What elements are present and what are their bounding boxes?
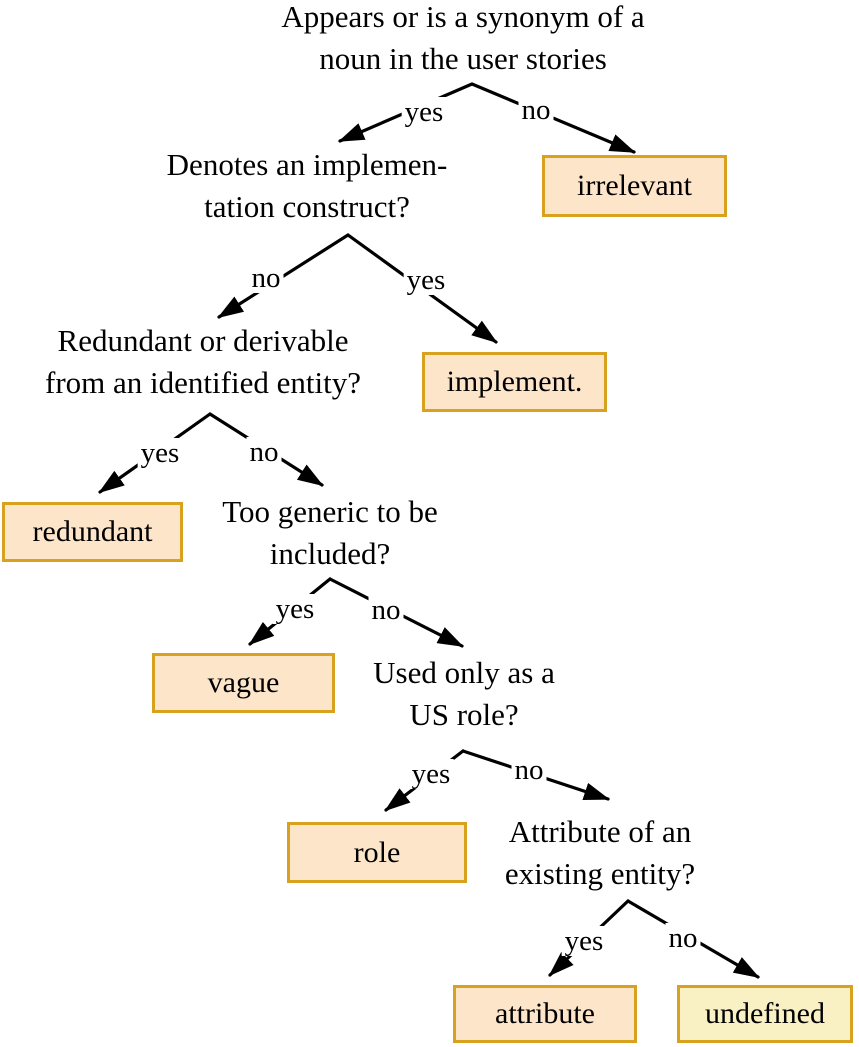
question-attribute-existing-line2: existing entity? bbox=[504, 856, 696, 891]
outcome-box-attribute: attribute bbox=[453, 985, 637, 1043]
question-root-line1: Appears or is a synonym of a bbox=[281, 0, 645, 34]
edge-label-implconstruct-no: no bbox=[248, 263, 284, 293]
outcome-box-implement: implement. bbox=[422, 352, 607, 412]
question-root: Appears or is a synonym of a noun in the… bbox=[243, 0, 683, 80]
question-redundant-derivable: Redundant or derivable from an identifie… bbox=[3, 320, 403, 404]
edge-label-usrole-yes: yes bbox=[408, 759, 454, 789]
outcome-box-irrelevant: irrelevant bbox=[542, 155, 727, 217]
edge-label-usrole-no: no bbox=[511, 755, 547, 785]
question-attribute-existing-line1: Attribute of an bbox=[508, 814, 692, 849]
edge-label-toogeneric-yes: yes bbox=[272, 594, 318, 624]
outcome-label-implement: implement. bbox=[446, 365, 583, 398]
outcome-label-redundant: redundant bbox=[32, 515, 153, 548]
edge-label-redundant-yes: yes bbox=[137, 438, 183, 468]
question-implementation-construct: Denotes an implemen- tation construct? bbox=[157, 144, 457, 228]
question-implementation-construct-line1: Denotes an implemen- bbox=[166, 147, 448, 182]
question-us-role-line2: US role? bbox=[409, 697, 519, 732]
question-us-role-line1: Used only as a bbox=[373, 655, 555, 690]
outcome-box-undefined: undefined bbox=[677, 985, 853, 1043]
edge-label-root-no: no bbox=[518, 95, 554, 125]
outcome-box-role: role bbox=[287, 822, 467, 883]
question-implementation-construct-line2: tation construct? bbox=[204, 189, 410, 224]
outcome-label-role: role bbox=[353, 835, 401, 869]
edge-line-implconstruct-no bbox=[217, 233, 350, 319]
question-attribute-existing: Attribute of an existing entity? bbox=[490, 811, 710, 895]
outcome-label-attribute: attribute bbox=[495, 997, 595, 1030]
edge-label-root-yes: yes bbox=[401, 97, 447, 127]
question-too-generic-line1: Too generic to be bbox=[222, 494, 438, 529]
question-too-generic-line2: included? bbox=[269, 536, 391, 571]
edge-label-attribute-yes: yes bbox=[561, 926, 607, 956]
outcome-label-vague: vague bbox=[207, 666, 280, 699]
question-redundant-derivable-line1: Redundant or derivable bbox=[57, 323, 349, 358]
outcome-label-irrelevant: irrelevant bbox=[577, 169, 692, 202]
edge-label-toogeneric-no: no bbox=[368, 595, 404, 625]
edge-label-redundant-no: no bbox=[246, 437, 282, 467]
edge-label-implconstruct-yes: yes bbox=[403, 265, 449, 295]
outcome-box-vague: vague bbox=[152, 653, 335, 713]
question-root-line2: noun in the user stories bbox=[319, 41, 607, 76]
outcome-box-redundant: redundant bbox=[2, 502, 183, 562]
edge-label-attribute-no: no bbox=[665, 923, 701, 953]
question-redundant-derivable-line2: from an identified entity? bbox=[45, 365, 361, 400]
question-too-generic: Too generic to be included? bbox=[200, 491, 460, 575]
outcome-label-undefined: undefined bbox=[705, 997, 825, 1030]
question-us-role: Used only as a US role? bbox=[354, 652, 574, 736]
